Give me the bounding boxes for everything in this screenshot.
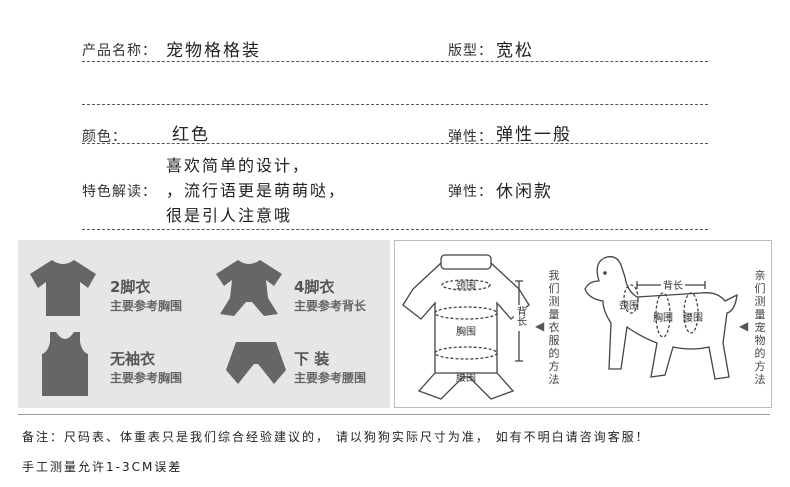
notes-divider (18, 414, 770, 415)
dog-waist-label: 腰围 (683, 312, 703, 324)
dog-back-label: 背长 (663, 279, 683, 292)
size-type-subtitle: 主要参考背长 (294, 299, 367, 313)
feature-label: 特色解读： (82, 184, 157, 200)
tank-top-icon (42, 332, 88, 396)
size-type-title: 2脚衣 (110, 278, 151, 296)
divider-line (82, 61, 708, 62)
style-label: 版型： (448, 43, 493, 59)
dog-chest-label: 胸围 (653, 311, 673, 324)
style-value: 宽松 (496, 41, 534, 61)
arrow-left-icon: ◀ (739, 319, 749, 333)
pants-icon (226, 342, 286, 384)
feature-line: 很是引人注意哦 (166, 206, 293, 225)
garment-caption: 我们测量衣服的方法 (548, 269, 560, 386)
garment-chest-label: 胸围 (456, 325, 476, 338)
garment-back-label: 背长 (515, 305, 527, 326)
size-type-subtitle: 主要参考胸围 (110, 371, 183, 385)
product-name-value: 宠物格格装 (166, 41, 261, 61)
feature-line: 喜欢简单的设计， (166, 156, 311, 175)
four-leg-shirt-icon (216, 260, 282, 316)
feature-text: 喜欢简单的设计， ，流行语更是萌萌哒， 很是引人注意哦 (166, 153, 346, 228)
arrow-left-icon: ◀ (535, 319, 545, 333)
dog-caption: 亲们测量宠物的方法 (754, 269, 766, 386)
notes-line2: 手工测量允许1-3CM误差 (22, 460, 183, 474)
elastic-label: 弹性： (448, 129, 493, 145)
size-type-subtitle: 主要参考腰围 (294, 371, 367, 385)
color-label: 颜色： (82, 129, 127, 145)
size-type-subtitle: 主要参考胸围 (110, 299, 183, 313)
dog-neck-label: 颈围 (619, 300, 639, 312)
color-value: 红色 (172, 125, 210, 145)
size-type-title: 下 装 (294, 350, 330, 368)
elastic2-label: 弹性： (448, 184, 493, 200)
tshirt-icon (30, 260, 96, 316)
garment-waist-label: 腰围 (456, 372, 476, 384)
size-type-title: 4脚衣 (294, 278, 335, 296)
feature-line: ，流行语更是萌萌哒， (166, 181, 347, 200)
dog-diagram: 颈围 胸围 腰围 背长 (584, 256, 738, 380)
notes-line1: 备注：尺码表、体重表只是我们综合经验建议的， 请以狗狗实际尺寸为准， 如有不明白… (22, 430, 650, 444)
product-name-label: 产品名称： (82, 43, 157, 59)
elastic2-value: 休闲款 (496, 182, 553, 202)
size-type-panel: 2脚衣 主要参考胸围 4脚衣 主要参考背长 无袖衣 主要参考胸围 下 装 主要参… (18, 240, 390, 408)
divider-line (82, 104, 708, 105)
measurement-panel: 颈围 胸围 腰围 背长 我们测量衣服的方法 颈围 胸围 腰围 背长 亲们测量宠物… (394, 240, 772, 408)
elastic-value: 弹性一般 (496, 125, 572, 145)
divider-line (82, 143, 708, 144)
size-type-title: 无袖衣 (110, 350, 156, 368)
garment-neck-label: 颈围 (456, 280, 476, 292)
garment-diagram: 颈围 胸围 腰围 背长 (402, 254, 530, 400)
divider-line (82, 229, 708, 230)
